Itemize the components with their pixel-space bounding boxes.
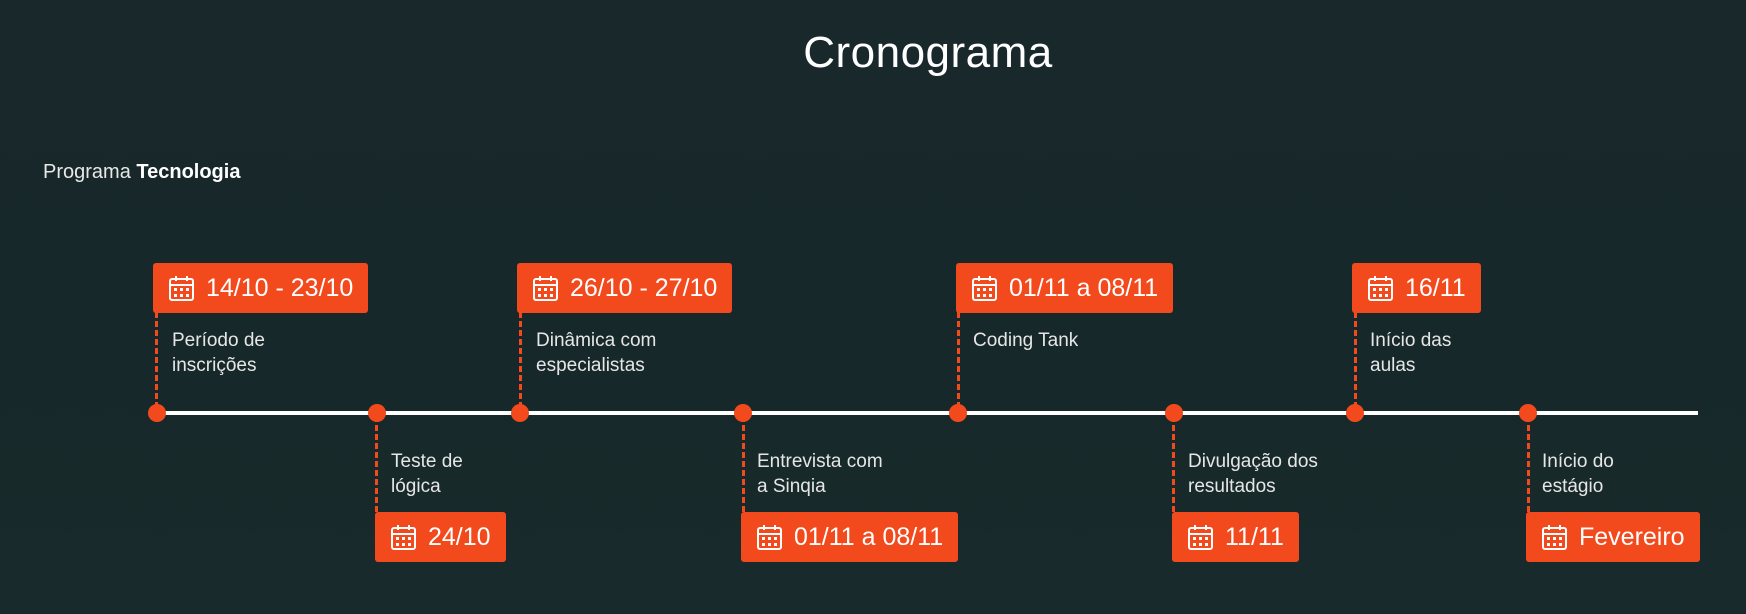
calendar-icon bbox=[972, 275, 997, 301]
program-prefix: Programa bbox=[43, 161, 131, 183]
timeline-dot bbox=[511, 404, 529, 422]
event-label: Entrevista com a Sinqia bbox=[757, 451, 883, 497]
timeline-dot bbox=[148, 404, 166, 422]
page-title: Cronograma bbox=[803, 28, 1053, 77]
timeline-connector bbox=[375, 416, 378, 512]
timeline-connector bbox=[519, 312, 522, 408]
timeline-connector bbox=[155, 312, 158, 408]
program-heading: Programa Tecnologia bbox=[43, 161, 240, 184]
calendar-icon bbox=[1188, 524, 1213, 550]
event-label: Divulgação dos resultados bbox=[1188, 451, 1318, 497]
date-badge: 01/11 a 08/11 bbox=[741, 512, 959, 562]
event-label: Período de inscrições bbox=[172, 330, 265, 376]
timeline-connector bbox=[1172, 416, 1175, 512]
timeline-dot bbox=[1346, 404, 1364, 422]
date-badge: Fevereiro bbox=[1526, 512, 1700, 562]
event-label: Início das aulas bbox=[1370, 330, 1452, 376]
date-badge: 16/11 bbox=[1352, 263, 1481, 313]
calendar-icon bbox=[391, 524, 416, 550]
timeline-dot bbox=[1519, 404, 1537, 422]
date-text: 11/11 bbox=[1225, 522, 1284, 551]
date-badge: 24/10 bbox=[375, 512, 506, 562]
date-badge: 11/11 bbox=[1172, 512, 1299, 562]
calendar-icon bbox=[169, 275, 194, 301]
timeline-axis bbox=[157, 411, 1698, 415]
date-text: 24/10 bbox=[428, 522, 491, 551]
date-badge: 26/10 - 27/10 bbox=[517, 263, 733, 313]
date-text: 14/10 - 23/10 bbox=[206, 273, 354, 302]
event-label: Início do estágio bbox=[1542, 451, 1614, 497]
date-text: 26/10 - 27/10 bbox=[570, 273, 718, 302]
timeline-connector bbox=[742, 416, 745, 512]
calendar-icon bbox=[1368, 275, 1393, 301]
program-name: Tecnologia bbox=[136, 161, 241, 183]
timeline-dot bbox=[1165, 404, 1183, 422]
date-badge: 01/11 a 08/11 bbox=[956, 263, 1174, 313]
timeline-dot bbox=[368, 404, 386, 422]
calendar-icon bbox=[533, 275, 558, 301]
timeline-connector bbox=[1527, 416, 1530, 512]
timeline-dot bbox=[949, 404, 967, 422]
date-text: 01/11 a 08/11 bbox=[1009, 273, 1159, 302]
event-label: Coding Tank bbox=[973, 330, 1079, 351]
timeline-connector bbox=[957, 312, 960, 408]
date-text: 16/11 bbox=[1405, 273, 1466, 302]
date-text: 01/11 a 08/11 bbox=[794, 522, 944, 551]
event-label: Dinâmica com especialistas bbox=[536, 330, 657, 376]
event-label: Teste de lógica bbox=[391, 451, 463, 497]
date-badge: 14/10 - 23/10 bbox=[153, 263, 369, 313]
calendar-icon bbox=[757, 524, 782, 550]
calendar-icon bbox=[1542, 524, 1567, 550]
date-text: Fevereiro bbox=[1579, 522, 1685, 551]
timeline-connector bbox=[1354, 312, 1357, 408]
timeline-dot bbox=[734, 404, 752, 422]
